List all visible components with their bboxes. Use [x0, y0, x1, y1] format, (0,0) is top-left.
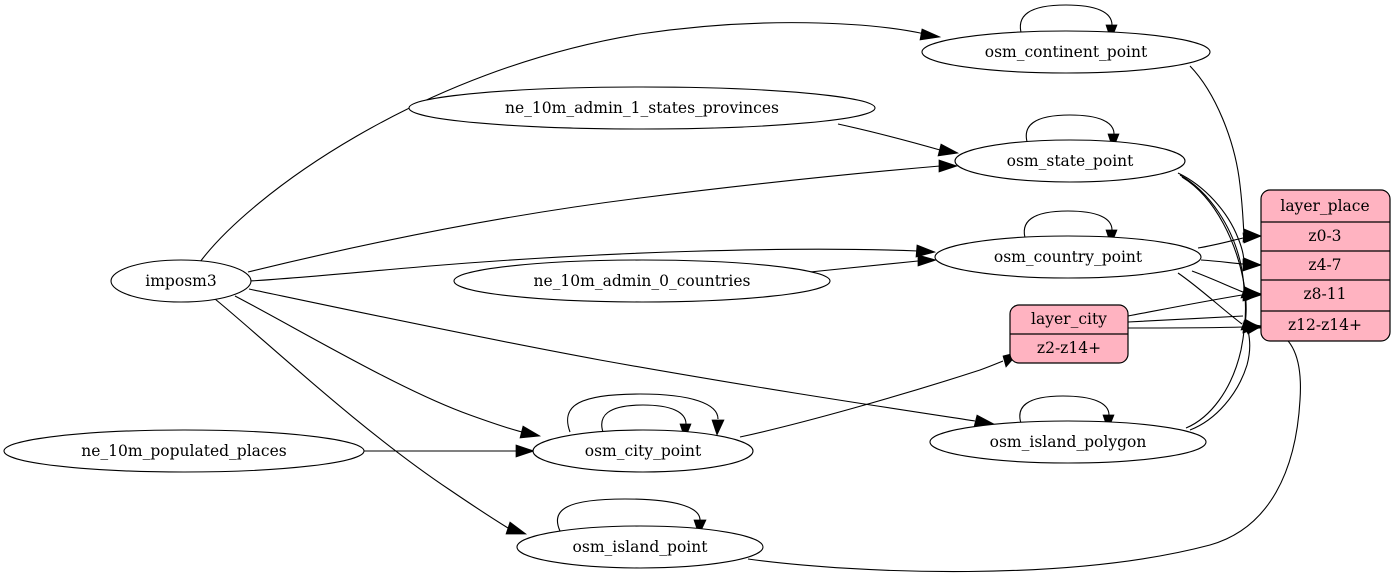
- node-osm-island-point-label: osm_island_point: [573, 538, 709, 556]
- record-node-layer-place-row-z0-3[interactable]: z0-3: [1308, 227, 1341, 245]
- record-node-layer-place[interactable]: layer_place z0-3 z4-7 z8-11 z12-z14+: [1260, 189, 1391, 342]
- node-osm-country-point-label: osm_country_point: [994, 248, 1143, 266]
- record-node-layer-place-row-z4-7[interactable]: z4-7: [1308, 256, 1341, 274]
- record-nodes-layer: layer_city z2-z14+ layer_place z0-3 z4-7…: [1009, 189, 1391, 364]
- node-osm-city-point[interactable]: osm_city_point: [532, 429, 754, 473]
- node-ne-10m-admin-0-countries-label: ne_10m_admin_0_countries: [534, 272, 751, 290]
- node-osm-continent-point[interactable]: osm_continent_point: [921, 30, 1211, 74]
- node-ne-10m-populated-places-label: ne_10m_populated_places: [81, 442, 286, 460]
- node-osm-city-point-label: osm_city_point: [585, 442, 702, 460]
- node-osm-continent-point-label: osm_continent_point: [985, 43, 1148, 61]
- edge-imposm3-to-osm-island-polygon: [248, 288, 996, 428]
- record-node-layer-place-row-z8-11[interactable]: z8-11: [1304, 285, 1347, 303]
- node-ne-10m-admin-1-states-provinces[interactable]: ne_10m_admin_1_states_provinces: [408, 86, 876, 130]
- nodes-layer: imposm3 ne_10m_populated_places ne_10m_a…: [3, 30, 1211, 569]
- edge-self-osm-city-point-outer: [567, 393, 725, 436]
- node-osm-state-point[interactable]: osm_state_point: [954, 139, 1186, 183]
- edge-layer-city-to-layer-place-z8-11: [1127, 288, 1263, 334]
- edge-imposm3-to-osm-state-point: [247, 159, 959, 273]
- node-osm-island-polygon-label: osm_island_polygon: [990, 433, 1147, 451]
- node-osm-island-point[interactable]: osm_island_point: [516, 525, 764, 569]
- record-node-layer-place-header: layer_place: [1280, 197, 1369, 215]
- edge-imposm3-to-osm-island-point: [214, 298, 528, 535]
- edge-ne-populated-places-to-osm-city-point: [364, 444, 536, 458]
- record-node-layer-city[interactable]: layer_city z2-z14+: [1009, 304, 1129, 364]
- edge-imposm3-to-osm-country-point: [249, 244, 937, 282]
- record-node-layer-city-header: layer_city: [1031, 310, 1107, 328]
- edge-imposm3-to-osm-continent-point: [199, 22, 942, 263]
- node-imposm3[interactable]: imposm3: [110, 259, 252, 303]
- edge-bundle-left-ticks: [1251, 235, 1261, 328]
- node-ne-10m-populated-places[interactable]: ne_10m_populated_places: [3, 429, 365, 473]
- edge-ne-admin-0-countries-to-osm-country-point: [809, 254, 938, 273]
- edge-osm-continent-point-to-layer-place-z0-3: [1189, 65, 1263, 243]
- edge-osm-island-polygon-to-layer-place-z12-z14: [1189, 322, 1264, 431]
- node-osm-island-polygon[interactable]: osm_island_polygon: [929, 420, 1207, 464]
- edge-ne-states-provinces-to-osm-state-point: [837, 123, 960, 157]
- node-ne-10m-admin-0-countries[interactable]: ne_10m_admin_0_countries: [453, 259, 831, 303]
- record-node-layer-place-row-z12-z14[interactable]: z12-z14+: [1288, 316, 1362, 334]
- edge-imposm3-to-osm-city-point: [234, 295, 542, 439]
- node-osm-country-point[interactable]: osm_country_point: [934, 235, 1202, 279]
- edge-self-osm-island-point: [556, 498, 707, 536]
- record-node-layer-city-row-z2-z14[interactable]: z2-z14+: [1037, 339, 1101, 357]
- node-imposm3-label: imposm3: [145, 272, 216, 290]
- node-osm-state-point-label: osm_state_point: [1007, 152, 1135, 170]
- node-ne-10m-admin-1-states-provinces-label: ne_10m_admin_1_states_provinces: [505, 99, 779, 117]
